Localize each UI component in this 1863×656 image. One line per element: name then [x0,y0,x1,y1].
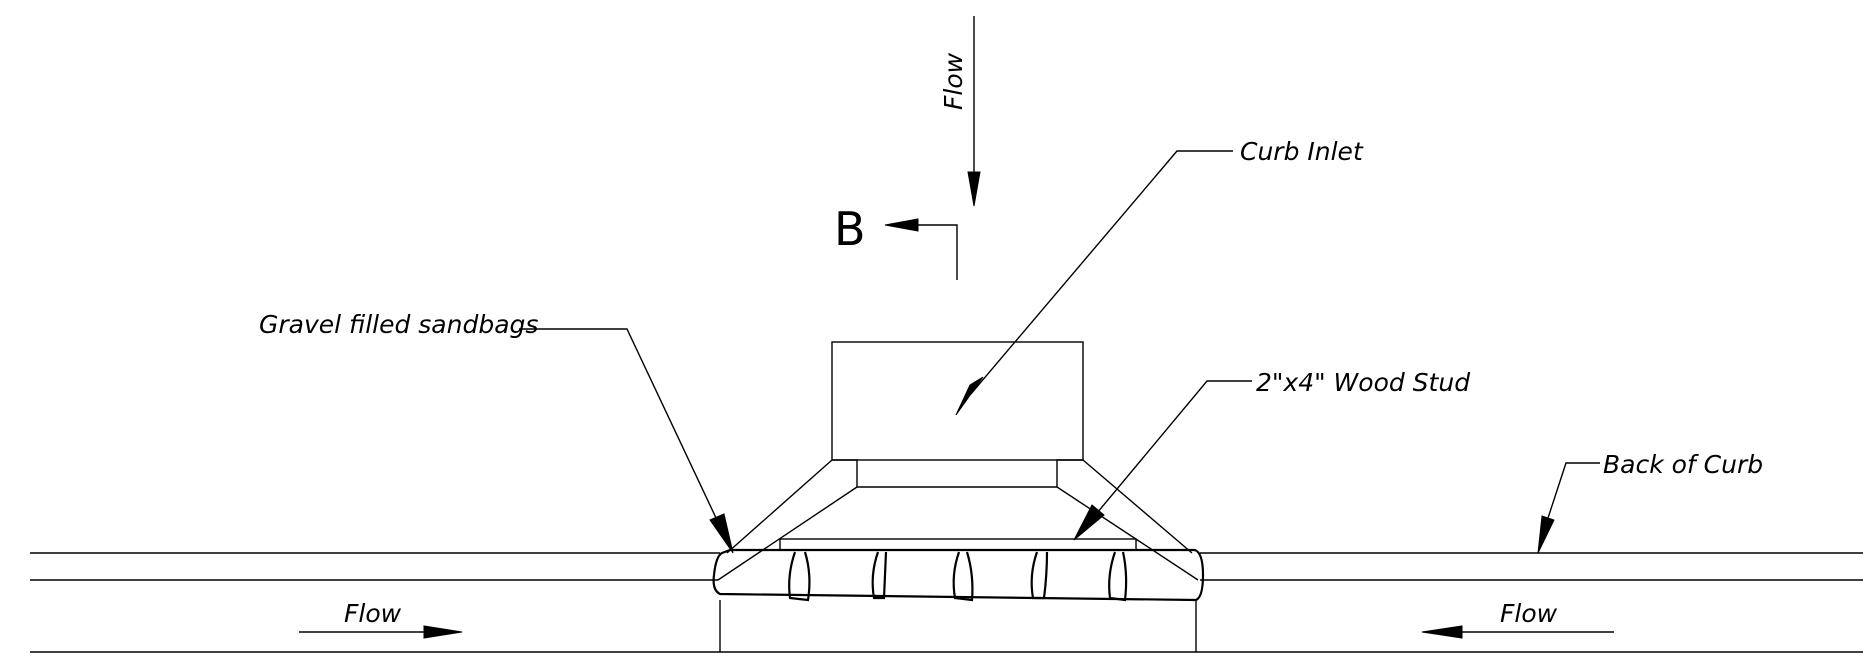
section-marker-b: B [834,202,958,280]
inlet-box [831,341,1084,461]
sandbag-joint-4 [1030,551,1049,600]
flow-arrow-left: Flow [299,599,463,639]
wood-stud-leader [1096,380,1252,514]
wood-stud-arrowhead [1073,504,1105,541]
sandbags [712,548,1205,602]
flow-arrow-right: Flow [1421,599,1614,639]
gravel-sandbags-label: Gravel filled sandbags [259,310,538,339]
curb-inlet-leader [969,150,1233,396]
wing-left-outer [726,459,833,554]
inlet-throat [832,459,1083,488]
callout-gravel-sandbags: Gravel filled sandbags [259,310,734,554]
section-cut-line [918,224,958,280]
back-of-curb-label: Back of Curb [1603,450,1763,479]
flow-top-arrowhead [967,171,981,207]
sandbag-joint-5 [1108,551,1128,602]
flow-left-arrowhead [423,625,463,639]
sandbag-joint-1 [788,551,811,602]
callout-back-of-curb: Back of Curb [1537,450,1763,554]
wing-right-outer [1082,459,1193,554]
sandbags-leader [519,328,718,521]
curb-inlet-label: Curb Inlet [1240,137,1364,166]
curb-inlet-structure [717,341,1199,581]
sandbags-arrowhead [709,513,734,554]
curb-lines [30,552,1863,653]
wing-left-inner [717,486,858,581]
wood-stud [779,538,1137,551]
flow-right-arrowhead [1421,625,1463,639]
wood-stud-board [779,538,1137,551]
curb-inlet-arrowhead [955,376,984,416]
section-letter: B [834,202,866,256]
back-of-curb-arrowhead [1537,515,1555,554]
sandbag-row [712,548,1205,602]
wing-right-inner [1056,486,1199,581]
sandbag-joint-2 [871,551,888,600]
flow-arrow-top: Flow [939,16,981,207]
callout-curb-inlet: Curb Inlet [955,137,1364,416]
wood-stud-label: 2"x4" Wood Stud [1256,368,1470,397]
callout-wood-stud: 2"x4" Wood Stud [1073,368,1470,541]
flow-left-label: Flow [344,599,402,628]
back-of-curb-leader [1547,462,1600,519]
sandbag-joint-3 [952,551,974,602]
section-arrowhead [884,218,919,232]
flow-top-label: Flow [939,52,968,110]
flow-right-label: Flow [1500,599,1558,628]
